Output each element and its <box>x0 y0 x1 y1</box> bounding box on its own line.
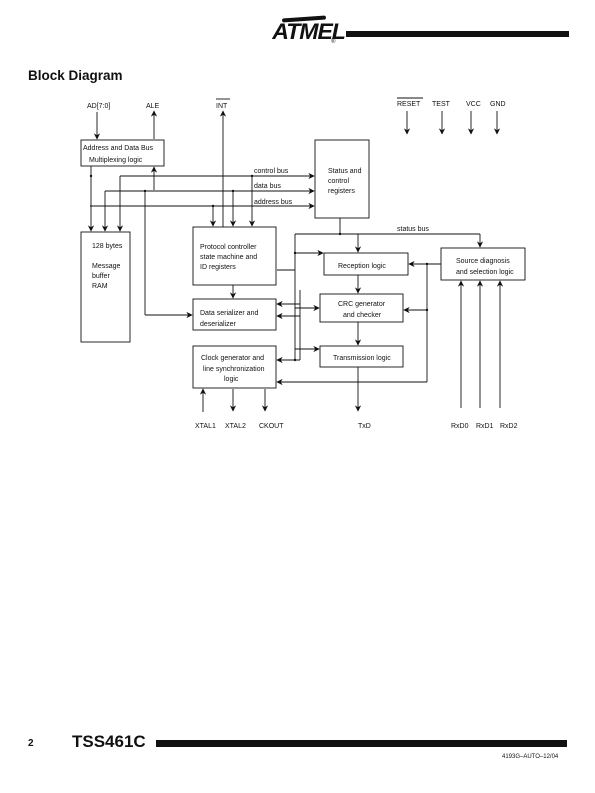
block-clock-generator <box>192 345 277 389</box>
block-transmission-line1: Transmission logic <box>333 355 391 362</box>
junction-dot <box>425 262 429 266</box>
pin-int: INT <box>216 103 228 110</box>
pin-ale: ALE <box>146 103 160 110</box>
block-address-data-bus <box>80 139 165 167</box>
page-number: 2 <box>28 738 34 749</box>
footer-rule <box>156 740 567 747</box>
junction-dot <box>231 189 235 193</box>
block-ram-line3: buffer <box>92 273 110 280</box>
block-ram-line2: Message <box>92 263 121 270</box>
status-bus-label: status bus <box>397 226 429 233</box>
pin-reset: RESET <box>397 101 421 108</box>
block-status-line3: registers <box>328 188 355 195</box>
header-rule <box>346 31 569 37</box>
junction-dot <box>211 204 215 208</box>
block-clock-line1: Clock generator and <box>201 355 264 362</box>
junction-dot <box>425 308 429 312</box>
junction-dot <box>89 174 93 178</box>
block-serializer-line1: Data serializer and <box>200 310 258 317</box>
pin-xtal1: XTAL1 <box>195 423 216 430</box>
doc-code: 4193G–AUTO–12/04 <box>502 754 559 760</box>
data-bus-label: data bus <box>254 183 281 190</box>
registered-mark: ® <box>331 39 336 45</box>
block-reception-line1: Reception logic <box>338 263 386 270</box>
block-protocol-line3: ID registers <box>200 264 236 271</box>
block-ram <box>80 231 131 343</box>
pin-rxd0: RxD0 <box>451 423 469 430</box>
block-data-serializer <box>192 298 277 331</box>
block-protocol-line2: state machine and <box>200 254 257 261</box>
block-status-line1: Status and <box>328 168 362 175</box>
block-address-data-bus-line1: Address and Data Bus <box>83 145 154 152</box>
control-bus-label: control bus <box>254 168 289 175</box>
block-source-line1: Source diagnosis <box>456 258 510 265</box>
block-crc-line2: and checker <box>343 312 382 319</box>
logo-text: ATMEL <box>272 19 346 44</box>
pin-ad: AD[7:0] <box>87 103 110 110</box>
block-reception-logic <box>323 252 409 276</box>
block-clock-line2: line synchronization <box>203 366 265 373</box>
block-status-registers <box>314 139 370 219</box>
block-address-data-bus-line2: Multiplexing logic <box>89 157 143 164</box>
block-source-diagnosis <box>440 247 526 281</box>
block-transmission-logic <box>319 345 404 368</box>
block-ram-line1: 128 bytes <box>92 243 123 250</box>
section-title: Block Diagram <box>28 68 123 83</box>
junction-dot <box>250 174 254 178</box>
block-protocol-controller <box>192 226 277 286</box>
junction-dot <box>293 251 297 255</box>
block-crc-generator <box>319 293 404 323</box>
junction-dot <box>143 189 147 193</box>
pin-test: TEST <box>432 101 451 108</box>
block-source-line2: and selection logic <box>456 269 514 276</box>
junction-dot <box>293 358 297 362</box>
block-protocol-line1: Protocol controller <box>200 244 257 251</box>
block-status-line2: control <box>328 178 349 185</box>
address-bus-label: address bus <box>254 199 293 206</box>
pin-xtal2: XTAL2 <box>225 423 246 430</box>
pin-gnd: GND <box>490 101 506 108</box>
atmel-logo: ATMEL ® <box>272 15 346 49</box>
pin-vcc: VCC <box>466 101 481 108</box>
block-crc-line1: CRC generator <box>338 301 386 308</box>
pin-ckout: CKOUT <box>259 423 284 430</box>
pin-rxd1: RxD1 <box>476 423 494 430</box>
block-serializer-line2: deserializer <box>200 321 236 328</box>
block-ram-line4: RAM <box>92 283 108 290</box>
pin-rxd2: RxD2 <box>500 423 518 430</box>
pin-txd: TxD <box>358 423 371 430</box>
product-name: TSS461C <box>72 732 146 751</box>
junction-dot <box>338 232 342 236</box>
block-clock-line3: logic <box>224 376 239 383</box>
